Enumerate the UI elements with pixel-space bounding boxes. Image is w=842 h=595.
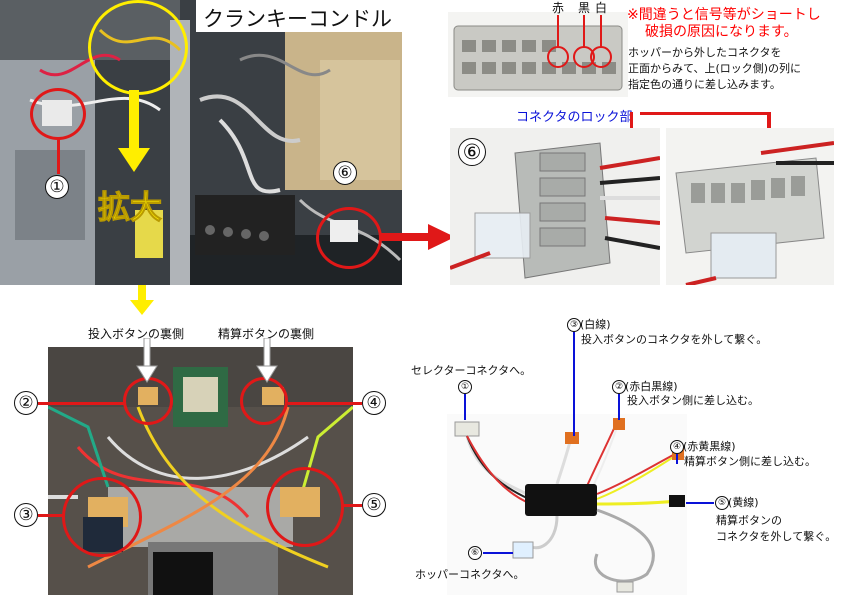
instruction-line-2: 正面からみて、上(ロック側)の列に [628, 62, 802, 75]
color-label-red: 赤 [552, 1, 565, 15]
leader-6-harness [483, 552, 513, 554]
leader-line-3 [38, 514, 64, 517]
leader-5-harness [686, 502, 714, 504]
marker-circle-1 [30, 88, 86, 140]
label-5-desc-1: 精算ボタンの [716, 514, 782, 527]
zoom-circle [88, 0, 188, 95]
pin-line-red [557, 15, 559, 48]
title-box [196, 0, 402, 32]
zoom-label: 拡大 [97, 188, 163, 227]
warning-line-1: ※間違うと信号等がショートし [627, 7, 821, 23]
marker-4-harness: ④ [670, 440, 684, 454]
pin-line-black [583, 15, 585, 48]
selector-label: セレクターコネクタへ。 [411, 364, 532, 377]
marker-3-harness: ③ [567, 318, 581, 332]
label-insert-back: 投入ボタンの裏側 [88, 327, 185, 341]
red-arrow-right [380, 224, 455, 250]
arrow-insert-back [136, 338, 158, 383]
leader-1-harness [464, 394, 466, 420]
marker-circle-4 [240, 377, 288, 425]
label-2-desc: 投入ボタン側に差し込む。 [627, 394, 759, 407]
button-back-photo [48, 347, 353, 595]
label-3-desc: 投入ボタンのコネクタを外して繋ぐ。 [581, 333, 768, 346]
marker-3: ③ [14, 503, 38, 527]
lock-line-horizontal [640, 112, 770, 115]
leader-line-2 [38, 402, 124, 405]
marker-circle-3 [62, 477, 142, 557]
leader-3-harness [573, 332, 575, 436]
marker-2-harness: ② [612, 380, 626, 394]
label-5-color: (黄線) [728, 496, 759, 509]
connector-zoom-photo-2 [666, 128, 834, 285]
machine-title: クランキーコンドル [203, 7, 392, 31]
pin-line-white [600, 15, 602, 48]
marker-5-harness: ⑤ [715, 496, 729, 510]
warning-line-2: 破損の原因になります。 [645, 24, 798, 40]
zoom-arrow-upper [118, 90, 150, 172]
color-label-white: 白 [595, 1, 608, 15]
marker-line-1 [57, 139, 60, 174]
label-4-desc: 精算ボタン側に差し込む。 [684, 455, 816, 468]
marker-circle-5 [266, 467, 344, 547]
marker-6-harness: ⑥ [468, 546, 482, 560]
label-4-color: (赤黄黒線) [683, 440, 736, 453]
marker-2: ② [14, 391, 38, 415]
arrow-settle-back [256, 338, 278, 383]
leader-2-harness [618, 394, 620, 420]
zoom-arrow-lower [130, 285, 154, 315]
leader-line-5 [342, 504, 362, 507]
marker-1: ① [45, 175, 69, 199]
marker-6: ⑥ [333, 161, 357, 185]
label-5-desc-2: コネクタを外して繋ぐ。 [716, 530, 837, 543]
harness-photo [447, 414, 687, 595]
leader-line-4 [288, 402, 362, 405]
pin-circle-white [590, 46, 612, 68]
marker-1-harness: ① [458, 380, 472, 394]
marker-circle-6 [316, 207, 382, 269]
instruction-line-1: ホッパーから外したコネクタを [628, 46, 782, 59]
cabinet-photo: ① ⑥ クランキーコンドル 拡大 [0, 0, 402, 285]
label-settle-back: 精算ボタンの裏側 [218, 327, 315, 341]
hopper-label: ホッパーコネクタへ。 [415, 568, 525, 581]
leader-4-harness [676, 454, 678, 464]
lock-label: コネクタのロック部 [516, 110, 633, 125]
color-label-black: 黒 [578, 1, 591, 15]
marker-5: ⑤ [362, 493, 386, 517]
connector-zoom-photo: ⑥ [450, 128, 660, 285]
marker-4: ④ [362, 391, 386, 415]
pin-circle-red [547, 46, 569, 68]
marker-6-zoom: ⑥ [458, 138, 486, 166]
label-3-color: (白線) [580, 318, 611, 331]
instruction-line-3: 指定色の通りに差し込みます。 [628, 78, 781, 91]
label-2-color: (赤白黒線) [625, 380, 678, 393]
